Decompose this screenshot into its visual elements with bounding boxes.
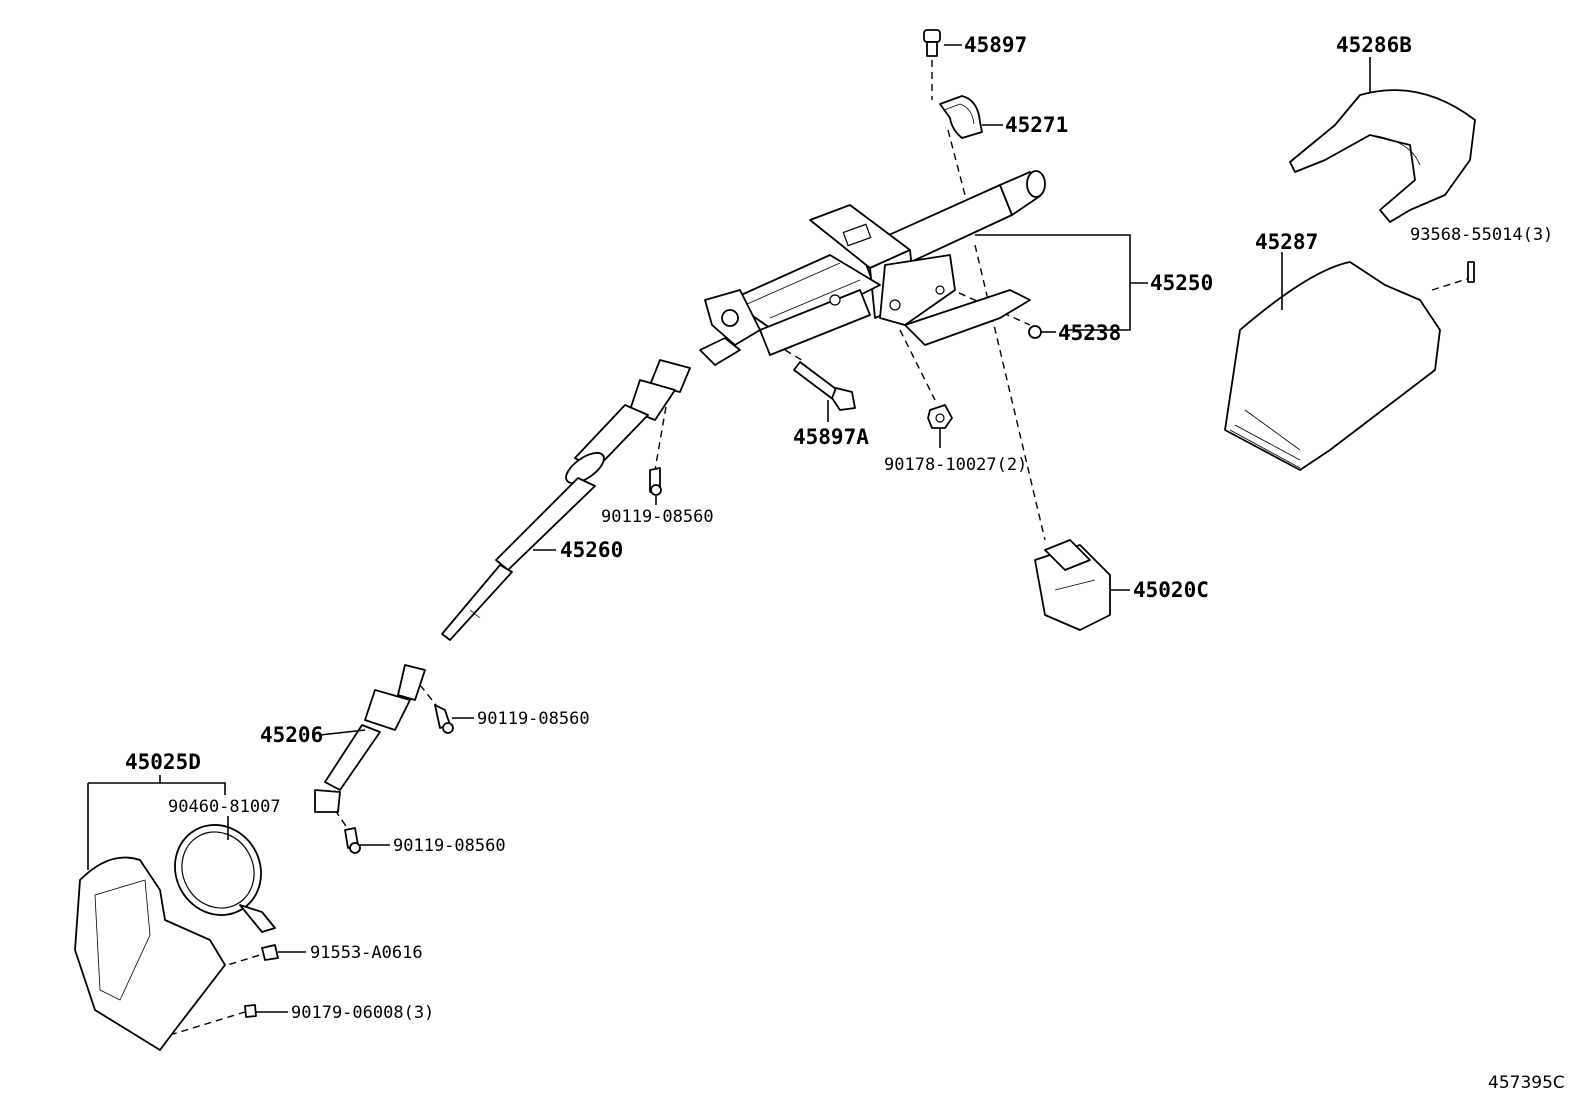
label-90119-c[interactable]: 90119-08560 [393,836,506,856]
upper-cover-45286B-part [1289,89,1476,223]
lower-shaft-45206-part [314,664,426,813]
label-45286B[interactable]: 45286B [1336,33,1412,57]
bolt-90119-c-part [344,827,361,854]
leader-lines [87,44,1371,1013]
bolt-45897-part [923,29,941,57]
label-45287[interactable]: 45287 [1255,230,1318,254]
nut-90178-part [927,404,953,429]
intermediate-shaft-45260-part [441,359,691,641]
label-45206[interactable]: 45206 [260,723,323,747]
nut-90179-part [244,1004,257,1018]
label-45020C[interactable]: 45020C [1133,578,1209,602]
lower-cover-45287-part [1224,261,1441,471]
bolt-45238-part [1028,325,1042,339]
steering-column-45250-part [699,170,1046,366]
label-45250[interactable]: 45250 [1150,271,1213,295]
ring-90460-part [174,824,276,933]
reference-code: 457395C [1488,1073,1565,1093]
assembly-guide-lines [169,60,1471,1036]
label-90119-a[interactable]: 90119-08560 [601,507,714,527]
bolt-91553-part [261,944,279,961]
label-90178[interactable]: 90178-10027(2) [884,455,1027,475]
bolt-45897A-part [793,361,856,411]
label-91553[interactable]: 91553-A0616 [310,943,423,963]
clip-45271-part [939,95,983,139]
bolt-90119-a-part [649,467,662,496]
label-45271[interactable]: 45271 [1005,113,1068,137]
label-90460[interactable]: 90460-81007 [168,797,281,817]
label-93568[interactable]: 93568-55014(3) [1410,225,1553,245]
label-45897A[interactable]: 45897A [793,425,869,449]
boot-45025D-part [74,856,226,1051]
label-45238[interactable]: 45238 [1058,321,1121,345]
bolt-90119-b-part [434,704,454,734]
part-labels: 45897 45271 45286B 45287 93568-55014(3) … [125,33,1565,1093]
label-45025D[interactable]: 45025D [125,750,201,774]
label-90179[interactable]: 90179-06008(3) [291,1003,434,1023]
lock-45020C-part [1034,539,1111,631]
label-90119-b[interactable]: 90119-08560 [477,709,590,729]
label-45260[interactable]: 45260 [560,538,623,562]
screw-93568-part [1467,261,1475,283]
label-45897[interactable]: 45897 [964,33,1027,57]
